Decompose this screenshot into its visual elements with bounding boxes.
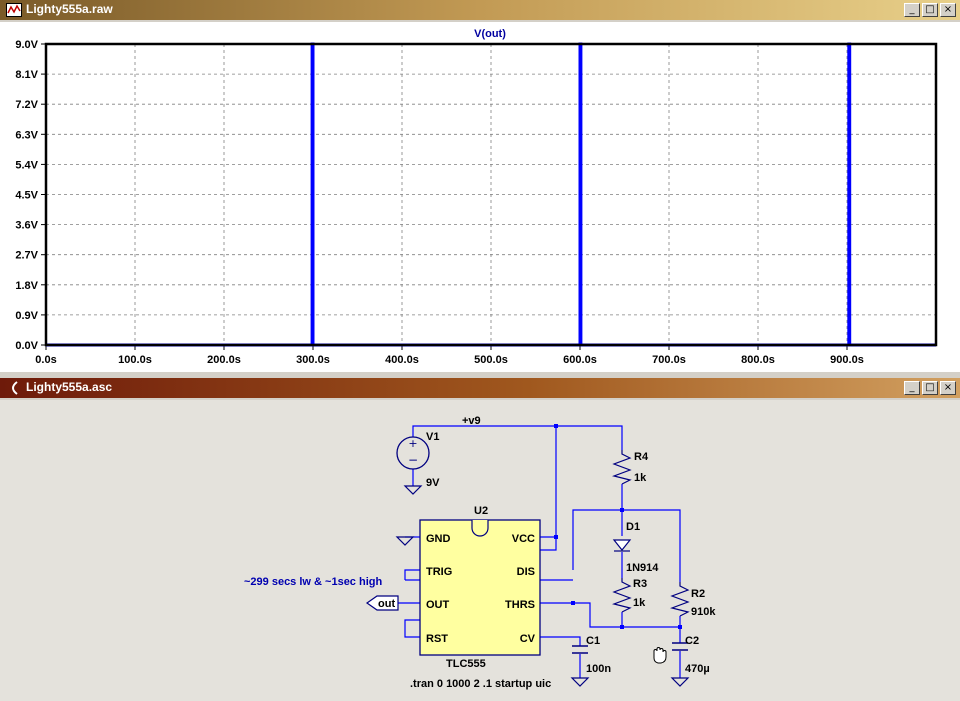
schematic-window-titlebar[interactable]: Lighty555a.asc _ □ × [0, 378, 960, 398]
hand-cursor-icon [653, 647, 667, 664]
y-tick-label: 8.1V [15, 69, 38, 81]
pin-cv: CV [520, 633, 536, 645]
pin-out: OUT [426, 599, 450, 611]
v1-name: V1 [426, 431, 439, 443]
waveform-plot[interactable]: V(out) 0.0s 100.0s 200.0s 300.0s 400.0s 500.0… [0, 22, 960, 372]
y-tick-label: 2.7V [15, 250, 38, 262]
x-tick-label: 800.0s [741, 354, 775, 366]
schematic-window: Lighty555a.asc _ □ × [0, 378, 960, 701]
d1-value: 1N914 [626, 562, 659, 574]
ground-symbol [395, 536, 415, 546]
svg-text:−: − [408, 453, 418, 467]
r4-value: 1k [634, 472, 647, 484]
ground-symbol [570, 677, 590, 687]
c1-capacitor[interactable] [572, 645, 588, 654]
y-tick-label: 5.4V [15, 159, 38, 171]
x-tick-label: 500.0s [474, 354, 508, 366]
schematic-canvas[interactable]: + − V1 9V +v9 U2 GND TRIG OUT RST VCC DI… [0, 400, 960, 701]
r3-resistor[interactable] [611, 578, 632, 613]
x-tick-label: 400.0s [385, 354, 419, 366]
x-tick-label: 600.0s [563, 354, 597, 366]
waveform-window: Lighty555a.raw _ □ × V(out) 0.0s 100.0s 20… [0, 0, 960, 372]
out-port-label[interactable] [365, 595, 399, 611]
c2-name: C2 [685, 635, 699, 647]
x-tick-label: 300.0s [296, 354, 330, 366]
plot-background [0, 22, 960, 372]
r4-resistor[interactable] [611, 450, 632, 485]
y-tick-label: 4.5V [15, 190, 38, 202]
maximize-button[interactable]: □ [922, 381, 938, 395]
pin-gnd: GND [426, 533, 451, 545]
y-tick-label: 6.3V [15, 129, 38, 141]
waveform-window-titlebar[interactable]: Lighty555a.raw _ □ × [0, 0, 960, 20]
x-tick-label: 900.0s [830, 354, 864, 366]
r2-resistor[interactable] [669, 582, 690, 617]
minimize-button[interactable]: _ [904, 3, 920, 17]
y-tick-label: 1.8V [15, 280, 38, 292]
trace-label[interactable]: V(out) [474, 28, 506, 40]
x-tick-label: 0.0s [35, 354, 56, 366]
v1-voltage-source[interactable]: + − [396, 436, 430, 470]
r2-name: R2 [691, 588, 705, 600]
junction-dots [554, 424, 682, 629]
pin-dis: DIS [517, 566, 535, 578]
schematic-icon [12, 381, 18, 395]
x-tick-label: 100.0s [118, 354, 152, 366]
d1-diode[interactable] [612, 539, 632, 552]
out-label-text: out [378, 598, 395, 610]
pin-rst: RST [426, 633, 448, 645]
c1-value: 100n [586, 663, 611, 675]
v1-value: 9V [426, 477, 440, 489]
c1-name: C1 [586, 635, 600, 647]
pin-trig: TRIG [426, 566, 452, 578]
c2-value: 470µ [685, 663, 710, 675]
u2-part: TLC555 [446, 658, 486, 670]
y-tick-label: 0.0V [15, 340, 38, 352]
y-tick-label: 9.0V [15, 39, 38, 51]
u2-ic-tlc555[interactable] [419, 519, 541, 656]
y-tick-label: 0.9V [15, 310, 38, 322]
svg-text:+: + [408, 437, 417, 450]
close-button[interactable]: × [940, 3, 956, 17]
x-tick-label: 200.0s [207, 354, 241, 366]
vcc-net-label: +v9 [462, 415, 481, 427]
r4-name: R4 [634, 451, 649, 463]
pin-thrs: THRS [505, 599, 535, 611]
plot-frame [44, 42, 938, 347]
ground-symbol [403, 485, 423, 495]
r3-value: 1k [633, 597, 646, 609]
d1-name: D1 [626, 521, 640, 533]
maximize-button[interactable]: □ [922, 3, 938, 17]
r2-value: 910k [691, 606, 716, 618]
close-button[interactable]: × [940, 381, 956, 395]
u2-name: U2 [474, 505, 488, 517]
spice-directive[interactable]: .tran 0 1000 2 .1 startup uic [410, 678, 551, 690]
x-tick-label: 700.0s [652, 354, 686, 366]
minimize-button[interactable]: _ [904, 381, 920, 395]
schematic-window-title: Lighty555a.asc [26, 380, 113, 394]
pin-vcc: VCC [512, 533, 535, 545]
y-tick-label: 3.6V [15, 220, 38, 232]
waveform-icon [6, 3, 22, 17]
schematic-comment: ~299 secs lw & ~1sec high [244, 576, 382, 588]
y-tick-label: 7.2V [15, 99, 38, 111]
waveform-window-title: Lighty555a.raw [26, 2, 113, 16]
r3-name: R3 [633, 578, 647, 590]
c2-capacitor[interactable] [672, 642, 688, 651]
ground-symbol [670, 677, 690, 687]
